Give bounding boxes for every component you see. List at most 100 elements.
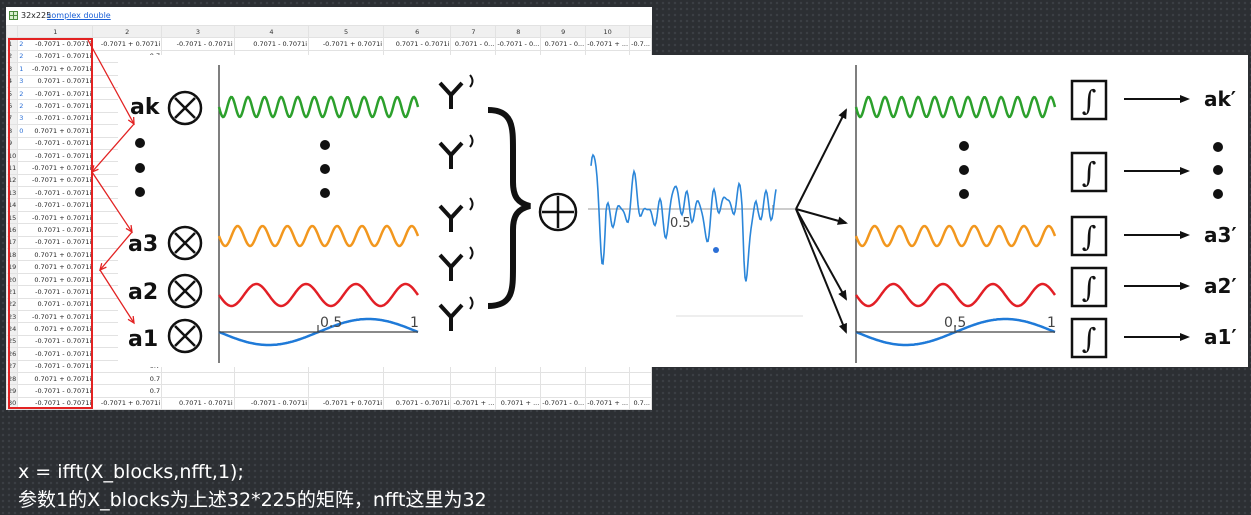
table-cell[interactable] bbox=[495, 371, 542, 386]
table-cell[interactable]: -0.7071 - 0.7071i bbox=[17, 347, 94, 361]
column-header[interactable]: 8 bbox=[495, 24, 542, 39]
row-header[interactable]: 28 bbox=[6, 371, 19, 386]
table-cell[interactable]: 0.7071 - 0... bbox=[540, 37, 587, 51]
row-header[interactable]: 7 bbox=[6, 111, 19, 126]
table-cell[interactable]: 0.7 bbox=[92, 384, 163, 398]
table-cell[interactable] bbox=[161, 384, 235, 398]
table-cell[interactable] bbox=[383, 384, 452, 398]
table-cell[interactable]: 0.7071 + 0.7071i bbox=[17, 272, 94, 287]
table-cell[interactable]: 0.7071 + ... bbox=[495, 396, 542, 410]
table-cell[interactable] bbox=[233, 371, 310, 386]
table-cell[interactable]: -0.7071 + 0.7071i bbox=[92, 396, 163, 410]
row-header[interactable]: 13 bbox=[6, 186, 19, 200]
table-cell[interactable] bbox=[308, 371, 385, 386]
table-cell[interactable] bbox=[450, 384, 497, 398]
row-header[interactable]: 21 bbox=[6, 285, 19, 299]
table-cell[interactable]: 1-0.7071 + 0.7071i bbox=[17, 62, 94, 76]
table-cell[interactable]: -0.7071 - 0.7071i bbox=[233, 396, 310, 410]
table-cell[interactable]: -0.7071 - 0... bbox=[495, 37, 542, 51]
table-cell[interactable]: -0.7071 + 0.7071i bbox=[17, 173, 94, 188]
table-cell[interactable] bbox=[585, 371, 631, 386]
column-header[interactable]: 4 bbox=[233, 24, 310, 39]
row-header[interactable]: 9 bbox=[6, 136, 19, 150]
table-cell[interactable]: 0.7... bbox=[629, 396, 652, 410]
table-cell[interactable]: 0.7071 + 0.7071i bbox=[17, 260, 94, 274]
table-cell[interactable]: 0.7071 - 0.7071i bbox=[233, 37, 310, 51]
row-header[interactable]: 2 bbox=[6, 49, 19, 64]
table-cell[interactable]: -0.7071 + 0.7071i bbox=[92, 37, 163, 51]
table-cell[interactable]: -0.7071 + 0.7071i bbox=[308, 396, 385, 410]
table-cell[interactable]: 3-0.7071 - 0.7071i bbox=[17, 111, 94, 126]
row-header[interactable]: 18 bbox=[6, 248, 19, 262]
row-header[interactable]: 14 bbox=[6, 198, 19, 212]
table-cell[interactable]: 0.7071 - 0.7071i bbox=[161, 396, 235, 410]
row-header[interactable]: 6 bbox=[6, 99, 19, 113]
row-header[interactable]: 5 bbox=[6, 86, 19, 101]
table-cell[interactable]: 0.7071 - 0.7071i bbox=[383, 37, 452, 51]
table-cell[interactable]: -0.7071 + 0.7071i bbox=[17, 161, 94, 175]
column-header[interactable]: 6 bbox=[383, 24, 452, 39]
table-cell[interactable]: -0.7071 - 0... bbox=[540, 396, 587, 410]
row-header[interactable]: 15 bbox=[6, 210, 19, 225]
row-header[interactable]: 19 bbox=[6, 260, 19, 274]
table-cell[interactable]: -0.7071 - 0.7071i bbox=[17, 186, 94, 200]
table-cell[interactable]: -0.7... bbox=[629, 37, 652, 51]
table-cell[interactable]: 0.7071 - 0.7071i bbox=[17, 297, 94, 312]
row-header[interactable]: 16 bbox=[6, 223, 19, 237]
column-header[interactable]: 1 bbox=[17, 24, 94, 39]
table-cell[interactable] bbox=[540, 371, 587, 386]
table-cell[interactable] bbox=[629, 384, 652, 398]
table-cell[interactable]: -0.7071 + ... bbox=[585, 37, 631, 51]
table-cell[interactable]: -0.7071 - 0.7071i bbox=[17, 334, 94, 349]
row-header[interactable]: 8 bbox=[6, 124, 19, 138]
row-header[interactable]: 26 bbox=[6, 347, 19, 361]
table-cell[interactable] bbox=[383, 371, 452, 386]
row-header[interactable]: 20 bbox=[6, 272, 19, 287]
row-header[interactable]: 30 bbox=[6, 396, 19, 410]
row-header[interactable]: 24 bbox=[6, 322, 19, 336]
table-cell[interactable]: -0.7071 - 0.7071i bbox=[17, 198, 94, 212]
row-header[interactable]: 27 bbox=[6, 359, 19, 373]
table-cell[interactable]: -0.7071 + ... bbox=[450, 396, 497, 410]
table-cell[interactable]: 0.7 bbox=[92, 371, 163, 386]
row-header[interactable]: 22 bbox=[6, 297, 19, 312]
table-cell[interactable]: 0.7071 + 0.7071i bbox=[17, 248, 94, 262]
table-cell[interactable]: 0.7071 + 0.7071i bbox=[17, 322, 94, 336]
row-header[interactable]: 4 bbox=[6, 74, 19, 88]
table-cell[interactable] bbox=[233, 384, 310, 398]
table-cell[interactable]: -0.7071 - 0.7071i bbox=[17, 359, 94, 373]
table-cell[interactable]: 2-0.7071 - 0.7071i bbox=[17, 99, 94, 113]
column-header[interactable]: 5 bbox=[308, 24, 385, 39]
row-header[interactable]: 17 bbox=[6, 235, 19, 250]
table-cell[interactable]: -0.7071 - 0.7071i bbox=[17, 396, 94, 410]
row-header[interactable]: 1 bbox=[6, 37, 19, 51]
column-header[interactable]: 2 bbox=[92, 24, 163, 39]
matrix-type-link[interactable]: complex double bbox=[47, 11, 111, 20]
column-header[interactable]: 10 bbox=[585, 24, 631, 39]
table-cell[interactable]: 2-0.7071 - 0.7071i bbox=[17, 86, 94, 101]
row-header[interactable]: 23 bbox=[6, 309, 19, 324]
row-header[interactable]: 29 bbox=[6, 384, 19, 398]
column-header[interactable]: 9 bbox=[540, 24, 587, 39]
row-header[interactable]: 3 bbox=[6, 62, 19, 76]
table-cell[interactable]: -0.7071 - 0.7071i bbox=[17, 285, 94, 299]
table-cell[interactable] bbox=[495, 384, 542, 398]
table-cell[interactable]: 2-0.7071 - 0.7071i bbox=[17, 37, 94, 51]
table-cell[interactable]: -0.7071 - 0.7071i bbox=[17, 136, 94, 150]
table-cell[interactable]: 0.7071 - 0... bbox=[450, 37, 497, 51]
table-cell[interactable] bbox=[308, 384, 385, 398]
table-cell[interactable]: 0.7071 - 0.7071i bbox=[383, 396, 452, 410]
table-cell[interactable] bbox=[585, 384, 631, 398]
row-header[interactable]: 11 bbox=[6, 161, 19, 175]
table-cell[interactable]: 0.7071 - 0.7071i bbox=[17, 223, 94, 237]
row-header[interactable]: 25 bbox=[6, 334, 19, 349]
table-cell[interactable]: -0.7071 + ... bbox=[585, 396, 631, 410]
table-cell[interactable]: -0.7071 - 0.7071i bbox=[161, 37, 235, 51]
table-cell[interactable]: 2-0.7071 - 0.7071i bbox=[17, 49, 94, 64]
table-cell[interactable]: -0.7071 - 0.7071i bbox=[17, 384, 94, 398]
table-cell[interactable] bbox=[450, 371, 497, 386]
column-header[interactable]: 7 bbox=[450, 24, 497, 39]
row-header[interactable]: 10 bbox=[6, 148, 19, 163]
